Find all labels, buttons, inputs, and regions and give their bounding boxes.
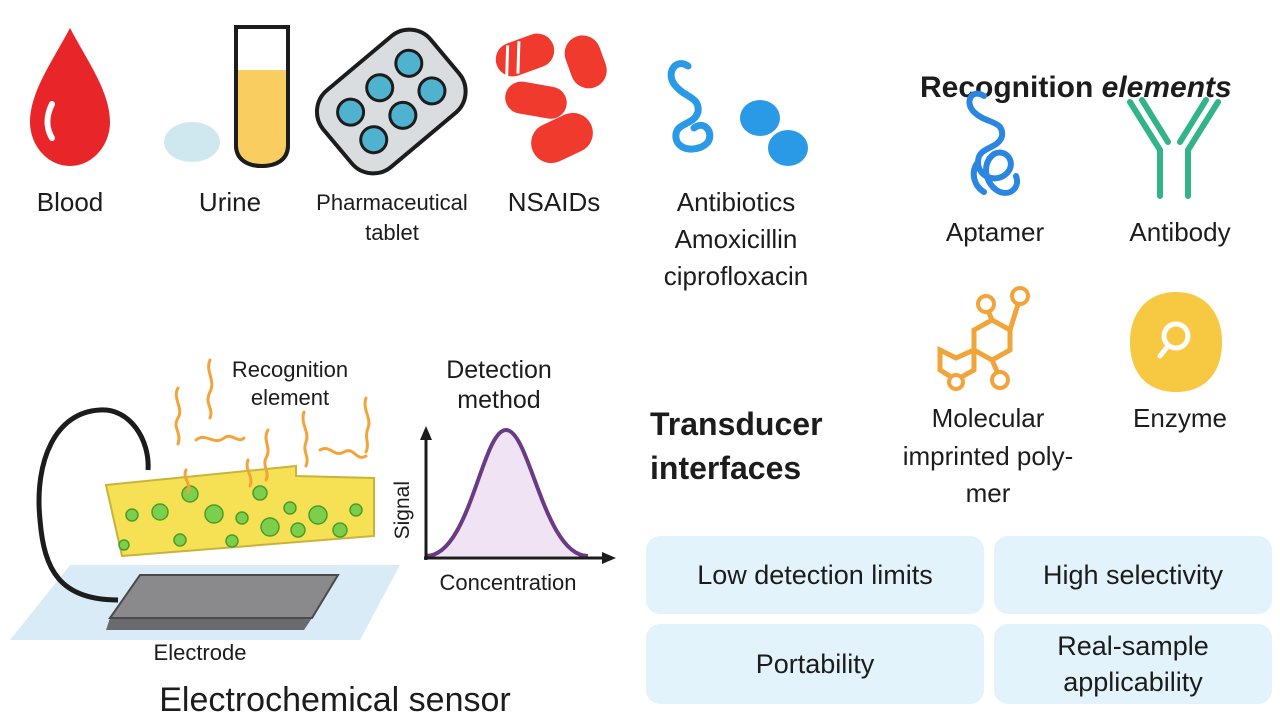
sensor-electrode-label: Electrode xyxy=(153,640,247,665)
plot-x-axis-label: Concentration xyxy=(439,570,577,595)
recognition-label-antibody: Antibody xyxy=(1129,217,1231,247)
badge-real-sample-applicability: Real-sample applicability xyxy=(994,624,1272,704)
badge-portability: Portability xyxy=(646,624,984,704)
sample-label-nsaids: NSAIDs xyxy=(507,187,601,217)
sample-label-tablet: Pharmaceutical tablet xyxy=(316,190,468,245)
recognition-heading-emphasis: elements xyxy=(1101,70,1232,104)
recognition-elements-heading: Recognition elements xyxy=(920,22,1280,109)
badge-high-selectivity: High selectivity xyxy=(994,536,1272,614)
recognition-label-polymer: Molecular imprinted poly- mer xyxy=(902,403,1074,509)
detection-method-label: Detection method xyxy=(446,356,552,414)
badge-low-detection-limits: Low detection limits xyxy=(646,536,984,614)
sensor-caption: Electrochemical sensor xyxy=(159,681,511,719)
transducer-interfaces-heading: Transducer interfaces xyxy=(650,406,823,487)
recognition-label-enzyme: Enzyme xyxy=(1133,403,1227,433)
recognition-heading-prefix: Recognition xyxy=(920,70,1102,104)
sample-label-antibiotics: Antibiotics Amoxicillin ciprofloxacin xyxy=(663,187,809,291)
sensor-recognition-label: Recognition element xyxy=(231,357,349,411)
sample-label-urine: Urine xyxy=(198,187,262,217)
plot-y-axis-label: Signal xyxy=(390,480,414,540)
recognition-label-aptamer: Aptamer xyxy=(945,217,1045,247)
sample-label-blood: Blood xyxy=(36,187,104,217)
